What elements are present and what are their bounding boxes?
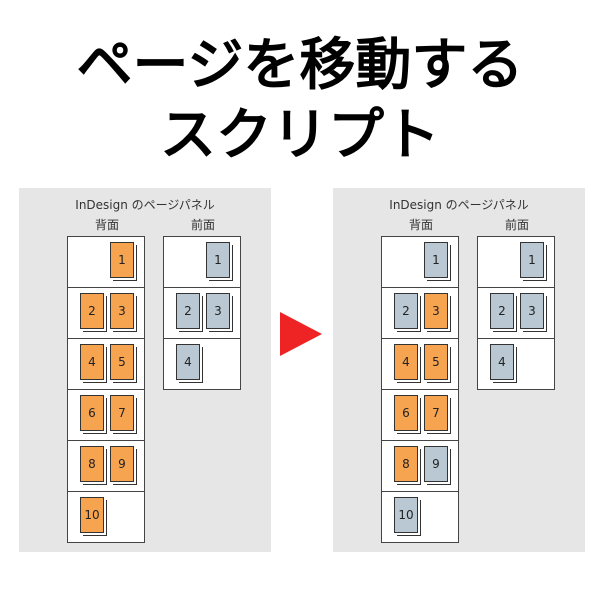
- arrow-right-icon: [280, 312, 322, 356]
- page-thumbnail[interactable]: 10: [80, 497, 104, 533]
- panel-title: InDesign のページパネル: [75, 198, 215, 212]
- page-thumbnail[interactable]: 3: [520, 293, 544, 329]
- page-thumbnail[interactable]: 8: [394, 446, 418, 482]
- page-thumbnail[interactable]: 3: [206, 293, 230, 329]
- spread-row: 10: [67, 492, 145, 543]
- title-line-1: ページを移動する: [76, 33, 524, 98]
- page-thumbnail[interactable]: 9: [110, 446, 134, 482]
- page-thumbnail[interactable]: 3: [424, 293, 448, 329]
- page-thumbnail[interactable]: 5: [424, 344, 448, 380]
- panel-title: InDesign のページパネル: [389, 198, 529, 212]
- page-thumbnail[interactable]: 2: [394, 293, 418, 329]
- column-label-back: 背面: [408, 218, 433, 232]
- page-thumbnail[interactable]: 3: [110, 293, 134, 329]
- page-thumbnail[interactable]: 7: [424, 395, 448, 431]
- spread-row: 1: [381, 236, 459, 288]
- page-thumbnail[interactable]: 4: [394, 344, 418, 380]
- column-label-front: 前面: [504, 218, 529, 232]
- title-line-2: スクリプト: [160, 103, 440, 168]
- page-thumbnail[interactable]: 1: [520, 242, 544, 278]
- page-thumbnail[interactable]: 2: [176, 293, 200, 329]
- column-label-front: 前面: [190, 218, 215, 232]
- spread-row: 1: [163, 236, 241, 288]
- page-thumbnail[interactable]: 1: [424, 242, 448, 278]
- page-thumbnail[interactable]: 8: [80, 446, 104, 482]
- page-thumbnail[interactable]: 10: [394, 497, 418, 533]
- page-thumbnail[interactable]: 4: [490, 344, 514, 380]
- page-thumbnail[interactable]: 4: [176, 344, 200, 380]
- spread-row: 10: [381, 492, 459, 543]
- column-label-back: 背面: [94, 218, 119, 232]
- spread-row: 1: [67, 236, 145, 288]
- page-thumbnail[interactable]: 7: [110, 395, 134, 431]
- spread-row: 4: [477, 339, 555, 390]
- page-thumbnail[interactable]: 5: [110, 344, 134, 380]
- page-thumbnail[interactable]: 1: [110, 242, 134, 278]
- page-thumbnail[interactable]: 1: [206, 242, 230, 278]
- page-thumbnail[interactable]: 4: [80, 344, 104, 380]
- page-thumbnail[interactable]: 6: [80, 395, 104, 431]
- page-thumbnail[interactable]: 9: [424, 446, 448, 482]
- page-thumbnail[interactable]: 6: [394, 395, 418, 431]
- spread-row: 1: [477, 236, 555, 288]
- spread-row: 4: [163, 339, 241, 390]
- page-thumbnail[interactable]: 2: [490, 293, 514, 329]
- page-thumbnail[interactable]: 2: [80, 293, 104, 329]
